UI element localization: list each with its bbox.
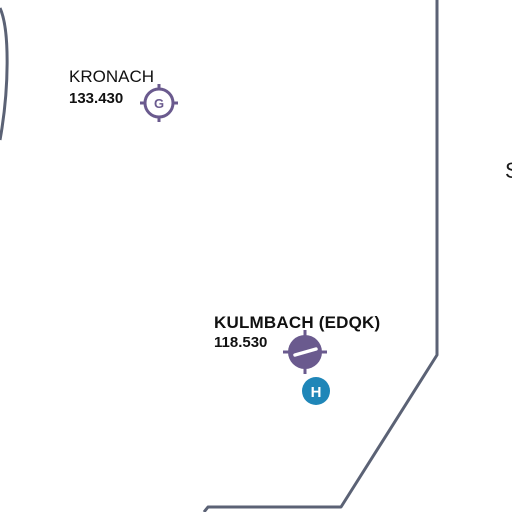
airspace-boundary-left <box>0 7 9 141</box>
glider-site-icon[interactable]: G <box>140 84 178 122</box>
edge-label-fragment: S <box>505 158 512 184</box>
airfield-name-kronach: KRONACH <box>69 67 155 86</box>
heliport-icon[interactable]: H <box>302 377 330 405</box>
glider-site-letter: G <box>154 96 164 111</box>
civil-airfield-icon[interactable] <box>283 330 327 374</box>
runway-orientation-mark <box>293 347 318 357</box>
airfield-frequency-kulmbach: 118.530 <box>214 334 268 351</box>
airfield-name-kulmbach: KULMBACH (EDQK) <box>214 313 381 332</box>
heliport-letter: H <box>311 384 322 401</box>
airspace-boundary-main <box>202 0 439 512</box>
airfield-frequency-kronach: 133.430 <box>69 90 124 107</box>
